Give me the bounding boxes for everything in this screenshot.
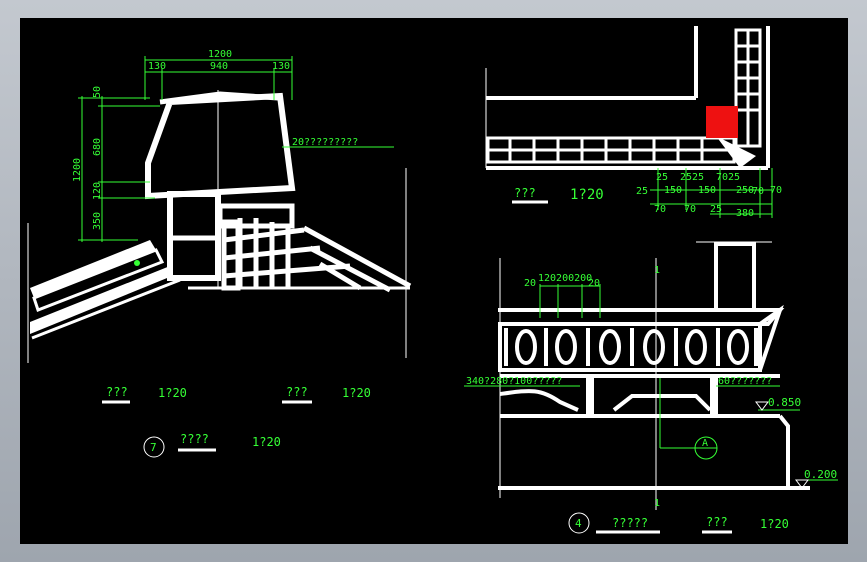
dim-side-3: 120 <box>92 182 103 200</box>
plan-detail: 25 2525 7025 25 150 150 250 70 70 70 25 … <box>485 26 782 219</box>
level-low: 0.200 <box>804 468 837 481</box>
elev-note-right: 60??????? <box>718 376 772 387</box>
red-column-block <box>706 106 738 138</box>
detail-7-title: ???? <box>180 432 209 446</box>
dim-p2: 7025 <box>716 172 740 183</box>
title-b: ??? <box>286 385 308 399</box>
dim-p1: 2525 <box>680 172 704 183</box>
dim-p13: 70 <box>752 186 764 197</box>
dim-p12: 380 <box>736 208 754 219</box>
dim-p5: 150 <box>698 185 716 196</box>
dim-p8: 70 <box>654 204 666 215</box>
dim-p9: 70 <box>684 204 696 215</box>
elev-dim-end: 20 <box>588 278 600 289</box>
corner-brace <box>716 136 756 168</box>
dim-top-left: 130 <box>148 61 166 72</box>
side-dimension <box>78 96 160 242</box>
plan-scale: 1?20 <box>570 187 604 203</box>
chimney-cap <box>145 92 296 200</box>
roof-left-tiles <box>30 240 181 340</box>
dim-top-total: 1200 <box>208 49 232 60</box>
level-high: 0.850 <box>768 396 801 409</box>
leader-note: 20????????? <box>292 137 358 148</box>
roof-right-tiles <box>188 218 412 293</box>
balusters <box>504 328 758 366</box>
top-dimension <box>144 56 293 100</box>
grip-point[interactable] <box>134 260 140 266</box>
elev-dim-chain: 120200200 <box>538 273 592 284</box>
elev-note-left: 340?280?100????? <box>466 376 562 387</box>
dim-side-1: 50 <box>92 86 103 98</box>
dim-side-total: 1200 <box>72 158 83 182</box>
elev-scale: 1?20 <box>760 517 789 531</box>
plan-lattice-horizontal <box>486 136 736 164</box>
dim-p4: 150 <box>664 185 682 196</box>
detail-4-bubble <box>568 512 590 534</box>
dim-top-mid: 940 <box>210 61 228 72</box>
cap-top-edge <box>159 91 279 105</box>
cad-drawing-canvas[interactable]: 1200 130 940 130 1200 50 680 120 350 20?… <box>20 18 848 544</box>
plan-dimensions <box>650 168 773 218</box>
elev-dim-start: 20 <box>524 278 536 289</box>
dim-p7: 70 <box>770 185 782 196</box>
elev-title-b: ??? <box>706 515 728 529</box>
title-a: ??? <box>106 385 128 399</box>
elev-axis-mark-bottom: 1 <box>654 498 660 509</box>
detail-4-number: 4 <box>575 517 582 530</box>
elev-axis-mark: 1 <box>654 265 660 276</box>
cad-drawing: 1200 130 940 130 1200 50 680 120 350 20?… <box>27 26 838 534</box>
scale-b: 1?20 <box>342 386 371 400</box>
plan-title: ??? <box>514 186 536 200</box>
dim-top-right: 130 <box>272 61 290 72</box>
dim-p0: 25 <box>656 172 668 183</box>
detail-7-number: 7 <box>150 441 157 454</box>
elevation-detail: 20 120200200 20 1 340?280?100????? 60???… <box>464 241 838 534</box>
dim-p11-short: 25 <box>710 204 722 215</box>
detail-4-title: ????? <box>612 516 648 530</box>
plan-lattice-vertical <box>734 28 762 148</box>
detail-7-scale: 1?20 <box>252 435 281 449</box>
dim-side-2: 680 <box>92 138 103 156</box>
detail-7-bubble <box>143 436 165 458</box>
left-detail: 1200 130 940 130 1200 50 680 120 350 20?… <box>27 49 412 458</box>
scale-a: 1?20 <box>158 386 187 400</box>
section-mark: A <box>702 438 708 449</box>
dim-p3: 25 <box>636 186 648 197</box>
dim-side-4: 350 <box>92 212 103 230</box>
dim-p6: 250 <box>736 185 754 196</box>
